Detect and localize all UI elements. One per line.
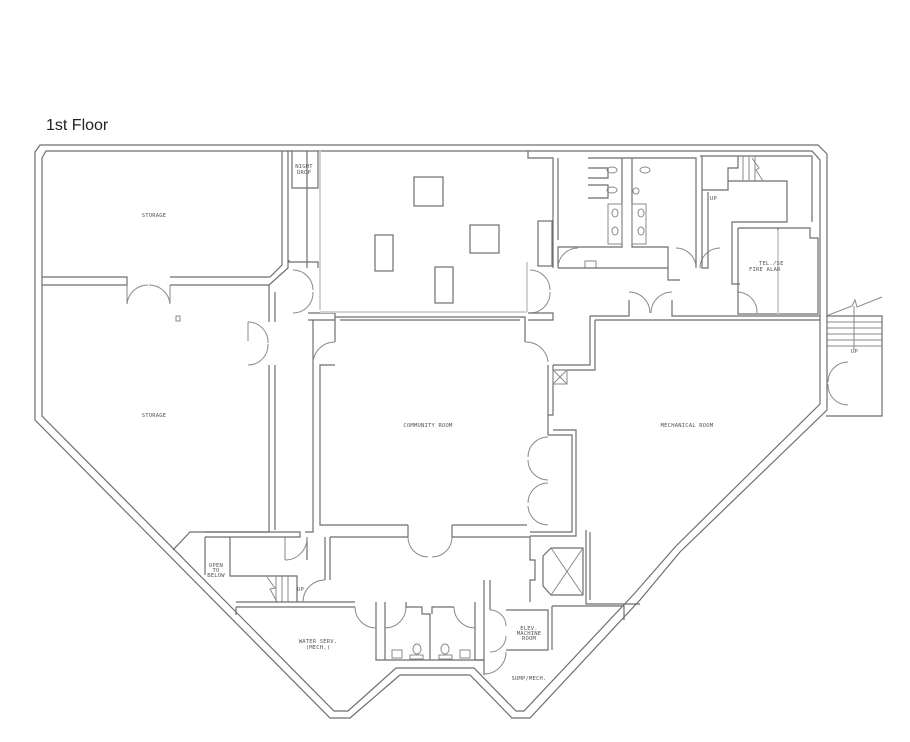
elev-machine-room: [483, 580, 625, 675]
label-open-1: OPEN: [209, 563, 223, 569]
community-room: [312, 316, 577, 558]
label-tel-2: FIRE ALAR: [749, 267, 781, 273]
label-sump: SUMP/MECH.: [511, 676, 546, 682]
table: [413, 176, 444, 207]
table: [434, 266, 454, 304]
east-stair: [825, 296, 883, 417]
table: [469, 224, 500, 254]
ne-stair: [700, 155, 819, 315]
restrooms: [557, 157, 721, 281]
label-open-2: TO: [212, 568, 219, 574]
label-up-east: UP: [851, 349, 859, 355]
label-elev-3: ROOM: [522, 636, 537, 642]
room-labels: STORAGE STORAGE NIGHT DROP COMMUNITY ROO…: [142, 164, 859, 682]
label-open-3: BELOW: [207, 573, 225, 579]
label-storage-top: STORAGE: [142, 213, 167, 219]
table: [374, 234, 394, 272]
exterior-walls: [34, 144, 828, 719]
label-up-ne: UP: [710, 196, 718, 202]
storage-top-room: [42, 151, 289, 322]
west-corridor: [284, 151, 336, 561]
label-water-2: (MECH.): [306, 645, 331, 651]
label-storage-main: STORAGE: [142, 413, 167, 419]
floor-title: 1st Floor: [46, 117, 109, 134]
storage-main-room: [172, 285, 276, 551]
mechanical-room: [552, 291, 820, 605]
water-service-room: [235, 602, 484, 661]
label-night-drop-1: NIGHT: [295, 164, 313, 170]
label-water-1: WATER SERV.: [299, 639, 338, 645]
label-up-sw: UP: [297, 587, 305, 593]
top-center-room: [319, 151, 559, 321]
label-tel-1: TEL./SE: [759, 261, 784, 267]
label-community-room: COMMUNITY ROOM: [403, 423, 453, 429]
label-elev-1: ELEV.: [520, 626, 538, 632]
label-elev-2: MACHINE: [517, 631, 542, 637]
label-mechanical-room: MECHANICAL ROOM: [661, 423, 714, 429]
label-night-drop-2: DROP: [297, 170, 312, 176]
sw-area: [204, 531, 536, 608]
elevator: [542, 547, 584, 596]
